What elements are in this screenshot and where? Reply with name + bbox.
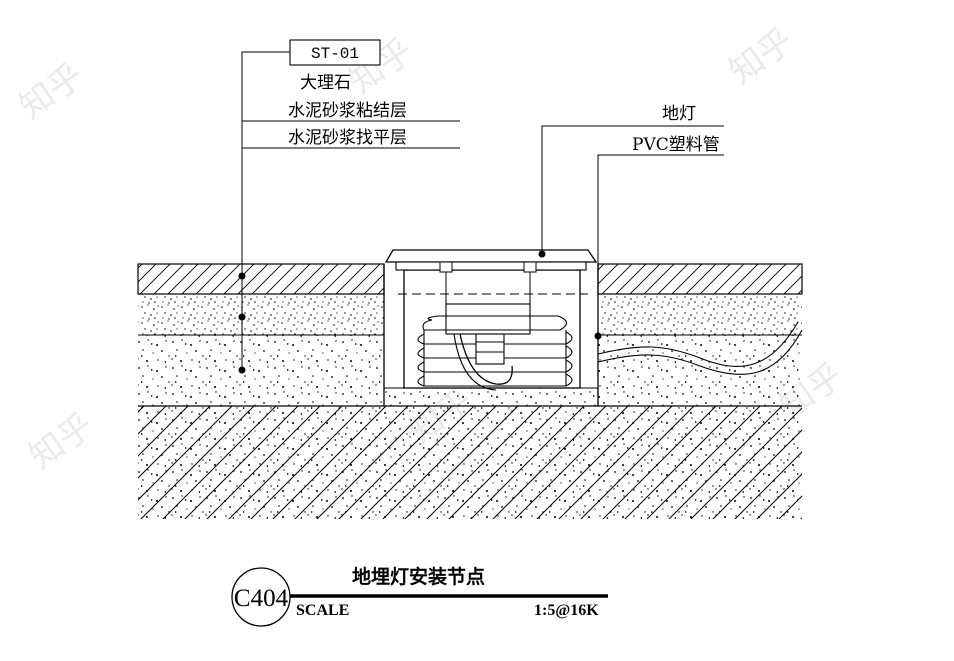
leader-lines-left [238,51,460,374]
base-layer [138,405,802,519]
callouts: ST-01 大理石 水泥砂浆粘结层 水泥砂浆找平层 地灯 PVC塑料管 [288,39,720,155]
detail-title: 地埋灯安装节点 [352,565,485,588]
marble-layer [137,263,803,295]
scale-value: 1:5@16K [534,602,599,619]
leveling-layer [138,334,802,406]
light-label: 地灯 [662,104,696,124]
tag-label: ST-01 [311,45,359,63]
ground-light [384,249,598,391]
title-block: C404 地埋灯安装节点 SCALE 1:5@16K [231,565,608,627]
leveling-label: 水泥砂浆找平层 [288,128,407,148]
watermark-text: 知乎 [22,406,101,478]
bonding-label: 水泥砂浆粘结层 [288,101,407,121]
watermark-text: 知乎 [722,21,801,93]
leader-lines-right [538,125,724,340]
pvc-pipe [597,321,803,375]
detail-code: C404 [234,585,289,612]
watermark-text: 知乎 [12,56,91,128]
pipe-label: PVC塑料管 [632,135,720,155]
scale-label: SCALE [296,602,349,619]
marble-label: 大理石 [300,73,351,93]
tag-box [289,39,381,66]
